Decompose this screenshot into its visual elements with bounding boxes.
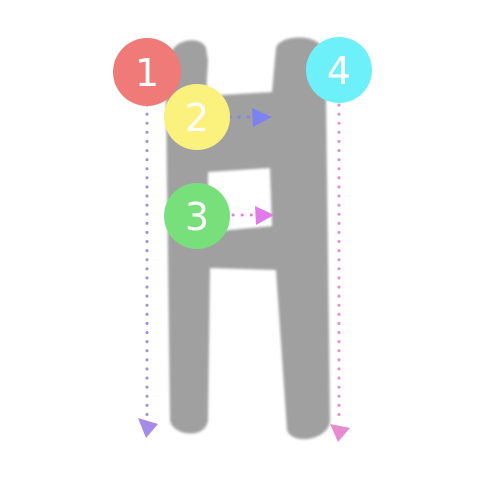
- step-badge-2: 2: [164, 84, 230, 150]
- arrowhead-step-2: [252, 108, 272, 127]
- arrowhead-step-3: [255, 206, 274, 225]
- step-badge-1: 1: [113, 38, 181, 106]
- step-number-1: 1: [135, 51, 159, 95]
- arrowhead-step-1: [138, 418, 158, 438]
- step-badge-4: 4: [306, 37, 372, 103]
- trace-arrows: [138, 108, 350, 442]
- trace-guides: [145, 103, 341, 422]
- step-badge-3: 3: [164, 183, 230, 249]
- step-number-3: 3: [185, 195, 209, 239]
- step-number-2: 2: [185, 96, 209, 140]
- step-number-4: 4: [327, 49, 351, 93]
- arrowhead-step-4: [330, 424, 350, 442]
